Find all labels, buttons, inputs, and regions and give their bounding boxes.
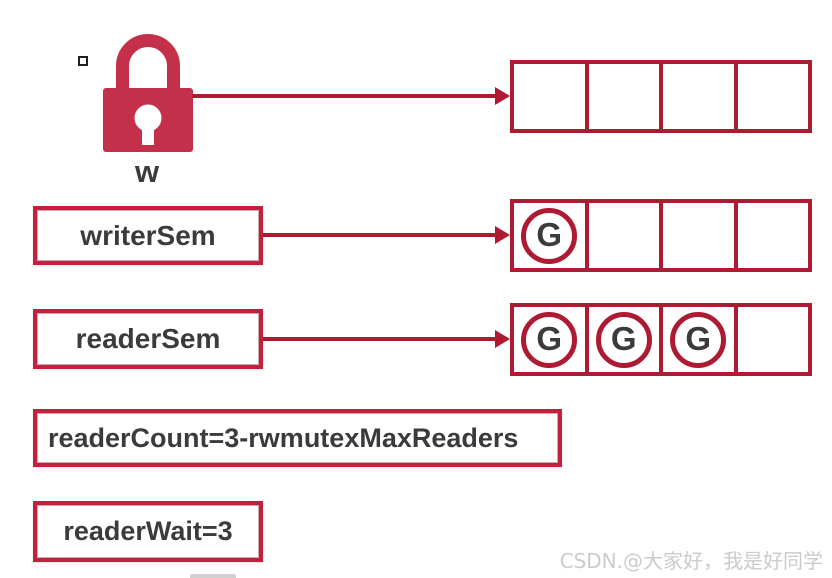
reader-sem-label: readerSem	[75, 323, 221, 354]
reader-wait-box: readerWait=3	[33, 501, 263, 562]
sem-slot	[586, 201, 661, 270]
sem-slot	[586, 62, 661, 131]
goroutine-badge: G	[521, 311, 578, 368]
writer-sem-label: writerSem	[80, 219, 216, 251]
arrow-readersem-to-array	[263, 330, 510, 348]
padlock-icon	[103, 30, 193, 154]
sem-slot	[661, 62, 736, 131]
reader-sem-box: readerSem	[33, 309, 263, 369]
sem-slot	[735, 305, 810, 374]
lock-w-label: w	[134, 154, 160, 189]
goroutine-badge: G	[670, 311, 727, 368]
reader-count-label: readerCount=3-rwmutexMaxReaders	[48, 422, 519, 453]
sem-slot: G	[512, 201, 587, 270]
sem-slot	[512, 62, 587, 131]
reader-sem-array: G G G	[510, 303, 812, 376]
csdn-watermark: CSDN.@大家好，我是好同学	[559, 549, 823, 573]
arrow-writersem-to-array	[263, 226, 510, 244]
arrow-lock-to-array	[192, 87, 510, 105]
mutex-slot-array	[510, 60, 812, 133]
sem-slot: G	[661, 305, 736, 374]
writer-sem-box: writerSem	[33, 206, 263, 265]
marker-square	[78, 56, 88, 66]
goroutine-badge: G	[521, 207, 578, 264]
reader-count-box: readerCount=3-rwmutexMaxReaders	[33, 409, 562, 467]
sem-slot	[661, 201, 736, 270]
goroutine-badge: G	[595, 311, 652, 368]
sem-slot	[735, 62, 810, 131]
cropped-bottom-element	[190, 574, 236, 578]
sem-slot: G	[586, 305, 661, 374]
sem-slot	[735, 201, 810, 270]
reader-wait-label: readerWait=3	[63, 516, 233, 546]
sem-slot: G	[512, 305, 587, 374]
writer-sem-array: G	[510, 199, 812, 272]
